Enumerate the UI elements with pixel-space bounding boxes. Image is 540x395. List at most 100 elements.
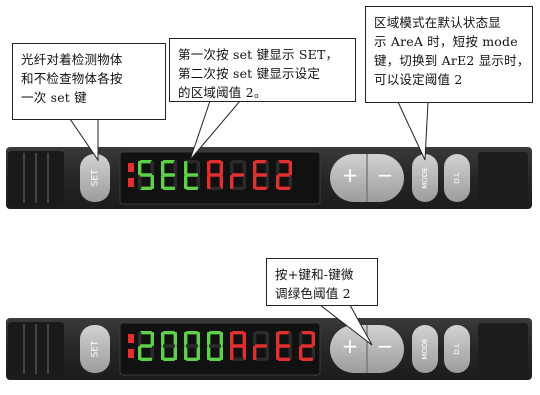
digit-segment [242, 175, 246, 189]
callout-line: 第二次按 set 键显示设定 [178, 66, 321, 81]
digit-segment [140, 173, 152, 177]
digit-segment [138, 346, 142, 360]
digit-segment [196, 175, 200, 189]
digit-segment [186, 357, 198, 361]
callout-line: 可以设定阈值 2 [374, 72, 463, 87]
digit-segment [265, 175, 269, 189]
digit-segment [184, 175, 188, 189]
digit-segment [150, 346, 154, 360]
digit-segment [219, 332, 223, 346]
callout-set-key: 光纤对着检测物体 和不检查物体各按 一次 set 键 [12, 43, 166, 120]
digit-segment [276, 161, 280, 175]
callout-line: 第一次按 set 键显示 SET， [178, 47, 339, 62]
digit-segment [255, 173, 267, 177]
digit-segment [219, 175, 223, 189]
digit-segment [230, 332, 234, 346]
digit-segment [265, 332, 269, 346]
digit-segment [150, 175, 154, 189]
digit-segment [278, 186, 290, 190]
digit-segment [278, 160, 290, 164]
digit-segment [140, 186, 152, 190]
mode-button-label: MODE [421, 338, 429, 359]
digit-segment [186, 331, 198, 335]
digit-segment [140, 160, 152, 164]
digit-segment [253, 175, 257, 189]
digit-segment [138, 332, 142, 346]
digit-segment [301, 357, 313, 361]
digit-segment [209, 186, 221, 190]
callout-line: 调绿色阈值 2 [275, 286, 351, 301]
digit-segment [186, 344, 198, 348]
digit-segment [138, 161, 142, 175]
mode-button[interactable] [412, 325, 438, 373]
digit-segment [150, 332, 154, 346]
set-button[interactable] [80, 154, 110, 202]
display-digits [138, 160, 292, 190]
digit-segment [209, 160, 221, 164]
callout-mode-key: 区域模式在默认状态显 示 AreA 时，短按 mode 键，切换到 ArE2 显… [365, 6, 533, 103]
mode-button-label: MODE [421, 167, 429, 188]
digit-segment [163, 186, 175, 190]
digit-segment [255, 160, 267, 164]
digit-segment [207, 346, 211, 360]
display-digit [276, 331, 292, 361]
display-digits [138, 331, 315, 361]
digit-segment [253, 332, 257, 346]
plus-button[interactable]: + [342, 334, 359, 358]
digit-segment [186, 186, 198, 190]
digit-segment [232, 331, 244, 335]
digit-segment [173, 346, 177, 360]
callout-line: 示 AreA 时，短按 mode [374, 34, 518, 49]
display-digit [207, 160, 223, 190]
digit-segment [186, 160, 198, 164]
digit-segment [209, 331, 221, 335]
digit-segment [219, 161, 223, 175]
digit-segment [299, 346, 303, 360]
digit-segment [163, 357, 175, 361]
digit-segment [173, 175, 177, 189]
digit-segment [232, 344, 244, 348]
digit-segment [232, 186, 244, 190]
callout-line: 光纤对着检测物体 [21, 52, 123, 67]
digit-segment [232, 173, 244, 177]
indicator-led [128, 334, 134, 343]
mode-button[interactable] [412, 154, 438, 202]
digit-segment [311, 346, 315, 360]
set-button-label: SET [91, 340, 101, 357]
digit-segment [219, 346, 223, 360]
dl-button[interactable] [444, 154, 470, 202]
display-digit [299, 331, 315, 361]
digit-segment [173, 332, 177, 346]
display-digit [207, 331, 223, 361]
digit-segment [255, 186, 267, 190]
callout-line: 按+键和-键微 [275, 267, 354, 282]
minus-button[interactable]: − [377, 334, 394, 358]
set-button[interactable] [80, 325, 110, 373]
callout-set-display: 第一次按 set 键显示 SET， 第二次按 set 键显示设定 的区域阈值 2… [169, 38, 356, 102]
display-digit [138, 331, 154, 361]
digit-segment [265, 346, 269, 360]
dl-button[interactable] [444, 325, 470, 373]
set-button-label: SET [91, 169, 101, 186]
minus-button[interactable]: − [377, 163, 394, 187]
digit-segment [278, 331, 290, 335]
digit-segment [311, 332, 315, 346]
plus-button[interactable]: + [342, 163, 359, 187]
digit-segment [299, 332, 303, 346]
digit-segment [230, 161, 234, 175]
digit-segment [232, 160, 244, 164]
digit-segment [242, 332, 246, 346]
digit-segment [161, 332, 165, 346]
digit-segment [163, 160, 175, 164]
digit-segment [163, 173, 175, 177]
digit-segment [163, 344, 175, 348]
digit-segment [276, 175, 280, 189]
digit-segment [253, 161, 257, 175]
digit-segment [230, 346, 234, 360]
display-digit [230, 331, 246, 361]
display-digit [184, 331, 200, 361]
indicator-led [128, 163, 134, 172]
digit-segment [184, 332, 188, 346]
indicator-led [128, 178, 134, 187]
digit-segment [253, 346, 257, 360]
